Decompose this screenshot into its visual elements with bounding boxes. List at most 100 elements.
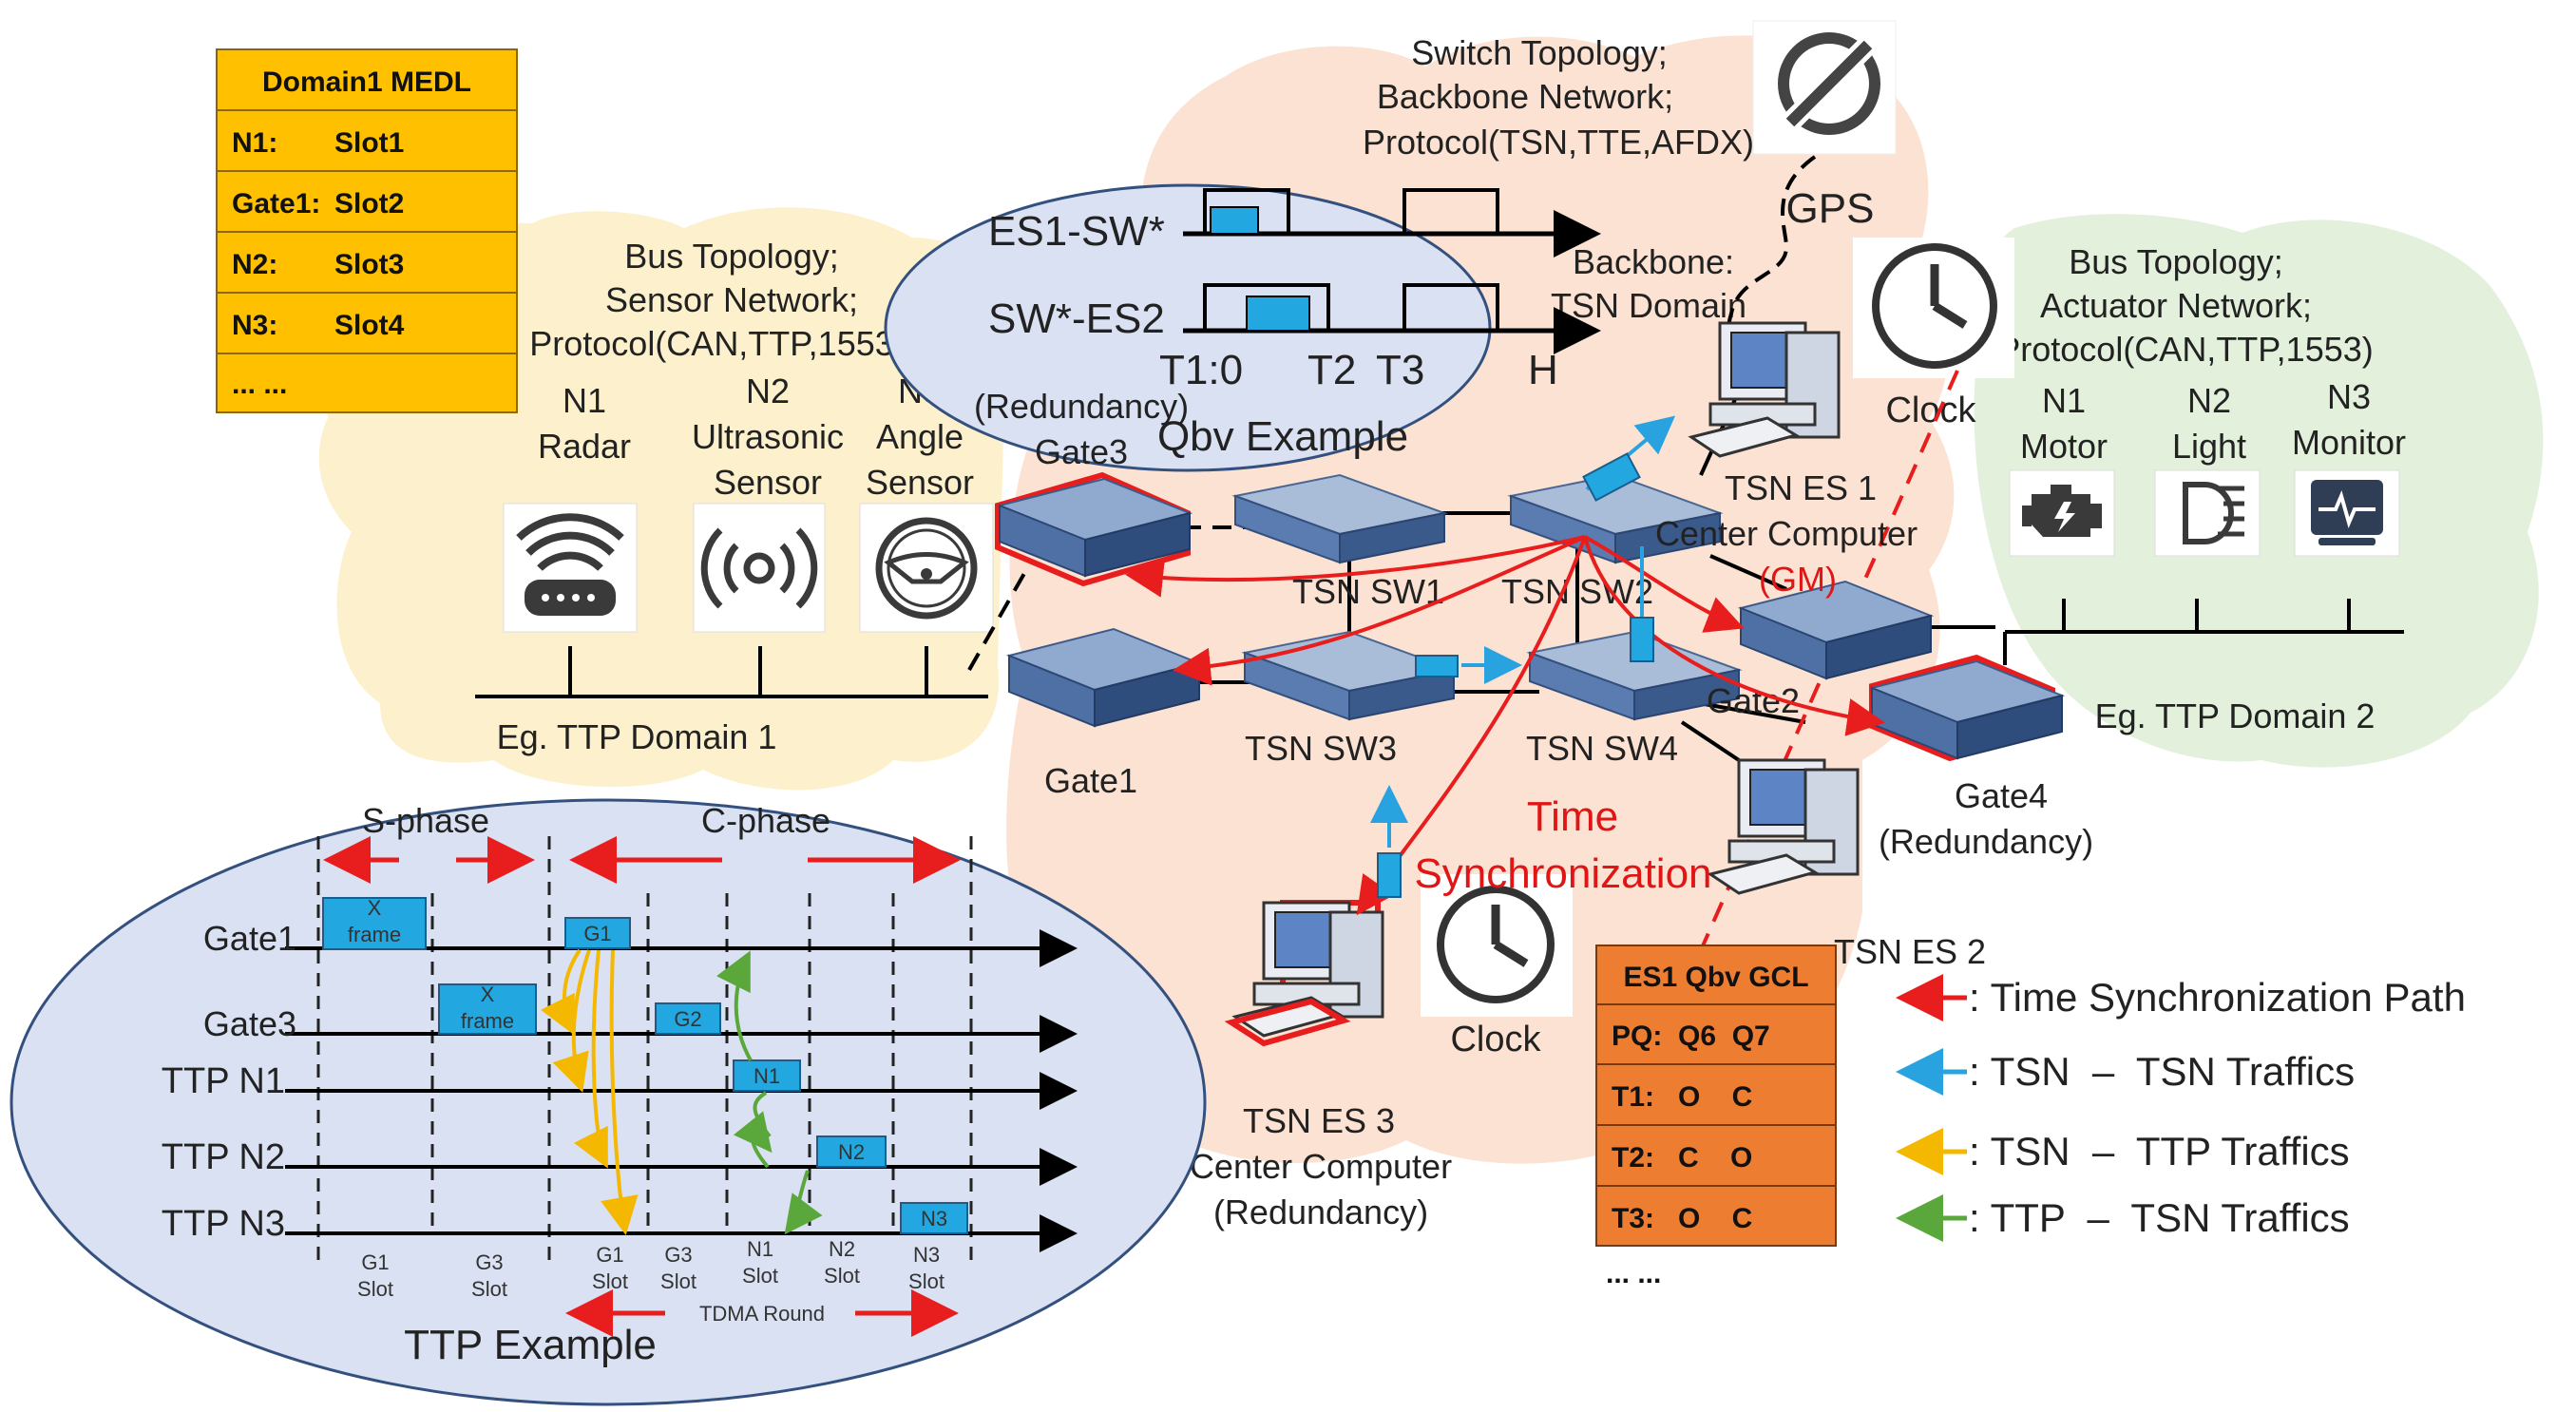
svg-text:X: X xyxy=(481,983,495,1006)
legend-item: : TSN – TTP Traffics xyxy=(1969,1129,2350,1173)
svg-text:N3: N3 xyxy=(921,1207,947,1231)
phase-label: C-phase xyxy=(701,801,830,840)
left-desc-line: Bus Topology; xyxy=(624,237,839,276)
qbv-example: ES1-SW* SW*-ES2 T1:0 T2 T3 H Qbv Example xyxy=(884,183,1601,472)
medl-node: N1: xyxy=(232,127,277,159)
medl-slot: Slot3 xyxy=(334,249,404,280)
right-domain-label: Eg. TTP Domain 2 xyxy=(2095,696,2376,735)
ttp-frame: G2 xyxy=(655,1002,721,1035)
svg-text:Slot: Slot xyxy=(471,1277,507,1301)
gate4-label: (Redundancy) xyxy=(1879,822,2093,861)
clock-top-label: Clock xyxy=(1885,391,1976,430)
clock-icon xyxy=(1421,874,1573,1017)
svg-text:Slot: Slot xyxy=(357,1277,393,1301)
switch-label: TSN SW1 xyxy=(1292,572,1444,611)
right-desc-line: Actuator Network; xyxy=(2040,286,2312,325)
medl-slot: Slot2 xyxy=(334,188,404,219)
ttp-example: S-phase C-phase Gate1 Gate3 TTP N1 TT xyxy=(10,798,1207,1406)
left-node-name: Sensor xyxy=(866,463,974,502)
svg-text:N2: N2 xyxy=(829,1237,855,1261)
svg-text:frame: frame xyxy=(461,1009,514,1033)
ttp-row-label: TTP N2 xyxy=(162,1137,285,1177)
motor-icon xyxy=(2009,469,2115,557)
right-node-name: Motor xyxy=(2020,427,2108,466)
legend-item: : TTP – TSN Traffics xyxy=(1969,1195,2350,1240)
medl-node: N2: xyxy=(232,249,277,280)
clock-icon xyxy=(1853,238,2014,378)
medl-title: Domain1 MEDL xyxy=(262,67,471,98)
medl-node: Gate1: xyxy=(232,188,320,219)
monitor-icon xyxy=(2294,469,2400,557)
ttp-frame: N3 xyxy=(900,1202,968,1234)
gps-label: GPS xyxy=(1786,185,1875,232)
gate4-label: Gate4 xyxy=(1955,776,2048,815)
ttp-row-label: TTP N1 xyxy=(162,1061,285,1101)
right-cloud-labels: Bus Topology; Actuator Network; Protocol… xyxy=(1997,242,2406,466)
tdma-round-label: TDMA Round xyxy=(699,1302,825,1326)
svg-text:Slot: Slot xyxy=(660,1269,696,1293)
light-icon xyxy=(2154,469,2261,557)
gate3-label: Gate3 xyxy=(1035,432,1128,471)
qbv-time: H xyxy=(1528,347,1558,393)
svg-text:Slot: Slot xyxy=(908,1269,945,1293)
tsn-traffic xyxy=(1370,415,1676,898)
gate3-label: (Redundancy) xyxy=(974,387,1189,426)
svg-text:Slot: Slot xyxy=(824,1264,860,1288)
clock-bottom-label: Clock xyxy=(1450,1020,1541,1059)
left-node-name: Radar xyxy=(538,427,631,466)
steering-wheel-icon xyxy=(859,503,994,633)
right-node-id: N1 xyxy=(2042,381,2086,420)
right-desc-line: Protocol(CAN,TTP,1553) xyxy=(1997,330,2374,369)
es1-label: Center Computer xyxy=(1655,514,1918,553)
es2-label: TSN ES 2 xyxy=(1834,932,1986,971)
switch-label: TSN SW3 xyxy=(1245,729,1397,768)
left-cloud-labels: Bus Topology; Sensor Network; Protocol(C… xyxy=(529,237,974,502)
domain1-medl-table: Domain1 MEDL N1: Slot1 Gate1: Slot2 N2: … xyxy=(216,48,518,413)
qbv-time: T2 xyxy=(1307,347,1356,393)
gcl-row: T1: O C xyxy=(1612,1081,1752,1113)
backbone-label: TSN Domain xyxy=(1551,286,1746,325)
time-sync-label: Time xyxy=(1527,793,1618,840)
es1-gm-label: (GM) xyxy=(1759,560,1837,599)
left-domain-label: Eg. TTP Domain 1 xyxy=(497,717,777,756)
ttp-frame: N2 xyxy=(816,1135,887,1168)
svg-text:Slot: Slot xyxy=(592,1269,628,1293)
svg-text:Slot: Slot xyxy=(742,1264,778,1288)
svg-text:N1: N1 xyxy=(754,1064,780,1088)
ultrasonic-sensor-icon xyxy=(693,503,826,633)
qbv-frame xyxy=(1210,206,1259,235)
ttp-row-label: TTP N3 xyxy=(162,1204,285,1244)
right-node-name: Light xyxy=(2172,427,2246,466)
gcl-row: PQ: Q6 Q7 xyxy=(1612,1021,1770,1052)
right-node-id: N2 xyxy=(2187,381,2231,420)
ttp-frame: N1 xyxy=(733,1059,801,1092)
medl-more: ... ... xyxy=(232,369,287,400)
qbv-time: T1:0 xyxy=(1159,347,1243,393)
qbv-time: T3 xyxy=(1376,347,1424,393)
left-node-name: Angle xyxy=(876,417,964,456)
es3-label: (Redundancy) xyxy=(1213,1193,1428,1231)
es3-label: Center Computer xyxy=(1190,1147,1452,1186)
svg-text:X: X xyxy=(368,896,382,920)
tsn-es3-computer xyxy=(1224,900,1384,1047)
svg-text:N1: N1 xyxy=(747,1237,773,1261)
gcl-row: T2: C O xyxy=(1612,1142,1752,1173)
switch-label: TSN SW2 xyxy=(1501,572,1653,611)
svg-text:G1: G1 xyxy=(361,1250,389,1274)
center-desc-line: Backbone Network; xyxy=(1377,77,1673,116)
left-desc-line: Protocol(CAN,TTP,1553) xyxy=(529,324,906,363)
left-desc-line: Sensor Network; xyxy=(605,280,858,319)
gps-icon xyxy=(1752,20,1897,155)
es1-label: TSN ES 1 xyxy=(1725,468,1877,507)
ttp-frame: X frame xyxy=(438,983,537,1035)
gcl-row: T3: O C xyxy=(1612,1203,1752,1234)
gate3-device xyxy=(995,471,1191,587)
right-node-id: N3 xyxy=(2327,377,2371,416)
ttp-row-label: Gate1 xyxy=(203,919,296,958)
legend: : Time Synchronization Path : TSN – TSN … xyxy=(1896,974,2466,1242)
left-node-id: N2 xyxy=(746,372,790,410)
gate1-label: Gate1 xyxy=(1044,761,1137,800)
qbv-row-label: ES1-SW* xyxy=(988,208,1165,255)
